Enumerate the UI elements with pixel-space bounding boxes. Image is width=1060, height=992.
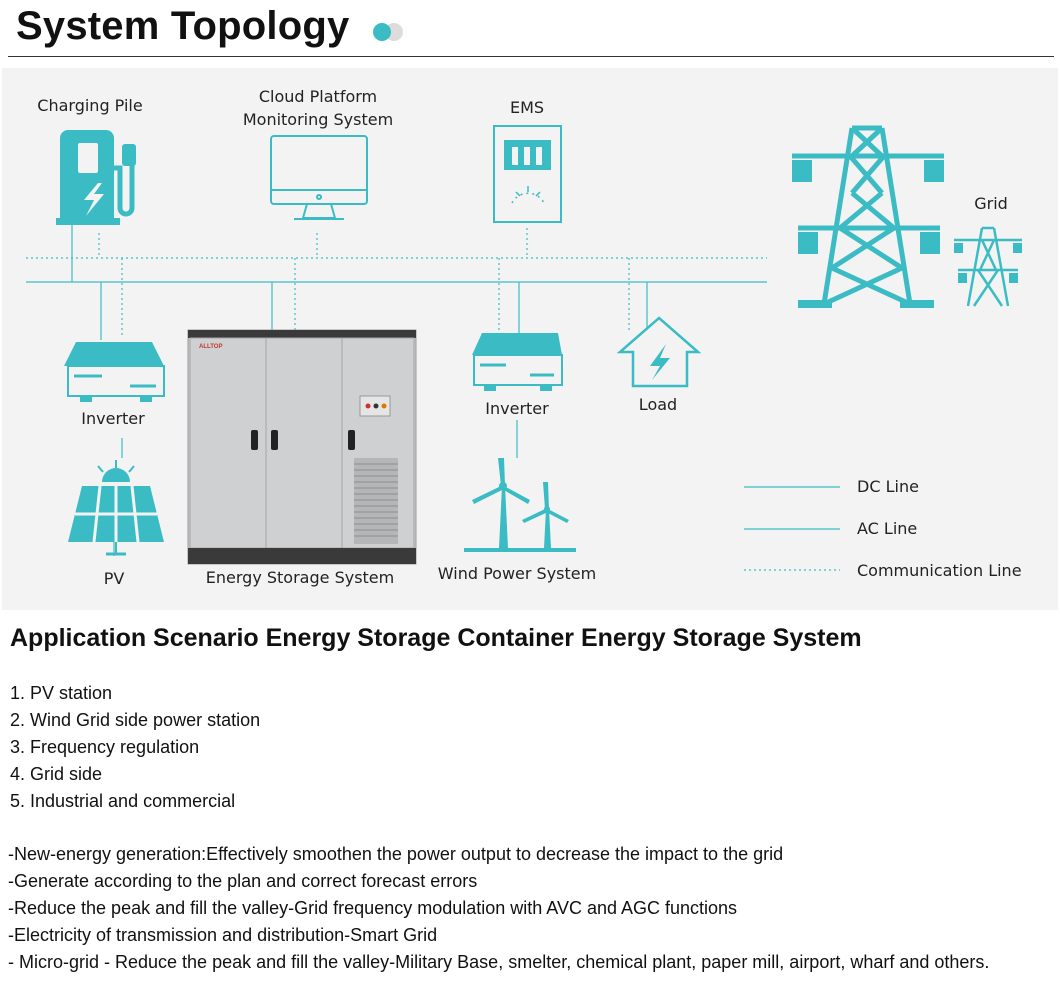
title-dots-icon: [373, 23, 403, 41]
pv-panel-icon: [68, 460, 164, 556]
monitor-icon: [270, 135, 368, 220]
page-title: System Topology: [16, 4, 350, 48]
label-cloud-platform-line1: Cloud Platform: [258, 87, 378, 106]
legend-dc-label: DC Line: [857, 477, 919, 496]
topology-diagram: ALLTOP Charging Pile Cloud Platform Moni…: [2, 68, 1058, 610]
list-item: 3. Frequency regulation: [10, 737, 200, 757]
bullet-item: -New-energy generation:Effectively smoot…: [8, 844, 784, 864]
benefit-list: -New-energy generation:Effectively smoot…: [8, 841, 989, 976]
label-ems: EMS: [509, 98, 545, 117]
grid-small-tower-icon: [954, 226, 1022, 307]
inverter-left-icon: [64, 342, 165, 402]
legend-ac-label: AC Line: [857, 519, 918, 538]
list-item: 4. Grid side: [10, 764, 103, 784]
bullet-item: -Reduce the peak and fill the valley-Gri…: [8, 898, 738, 918]
list-item: 2. Wind Grid side power station: [10, 710, 261, 730]
label-load: Load: [638, 395, 678, 414]
label-grid: Grid: [974, 194, 1008, 213]
energy-storage-cabinet: ALLTOP: [187, 329, 417, 565]
list-item: 1. PV station: [10, 683, 113, 703]
ems-icon: [493, 125, 562, 223]
label-pv: PV: [103, 569, 125, 588]
page-header: System Topology: [0, 0, 1060, 58]
label-inverter-left: Inverter: [81, 409, 145, 428]
grid-large-insulators: [792, 160, 944, 308]
inverter-right-icon: [472, 333, 563, 391]
label-charging-pile: Charging Pile: [37, 96, 143, 115]
load-house-icon: [616, 316, 702, 388]
charging-pile-icon: [56, 130, 136, 225]
topology-lines: ALLTOP: [26, 125, 1022, 571]
bullet-item: -Generate according to the plan and corr…: [8, 871, 478, 891]
bullet-item: - Micro-grid - Reduce the peak and fill …: [8, 952, 990, 972]
wind-turbine-icon: [464, 458, 576, 552]
scenario-title: Application Scenario Energy Storage Cont…: [10, 624, 862, 652]
label-inverter-right: Inverter: [485, 399, 549, 418]
label-cloud-platform-line2: Monitoring System: [242, 110, 394, 129]
label-wind-power-system: Wind Power System: [437, 564, 597, 583]
grid-large-tower-icon: [792, 125, 944, 307]
cabinet-logo: ALLTOP: [199, 344, 222, 350]
bullet-item: -Electricity of transmission and distrib…: [8, 925, 438, 945]
legend-communication-label: Communication Line: [857, 561, 1022, 580]
header-divider: [8, 56, 1054, 57]
list-item: 5. Industrial and commercial: [10, 791, 236, 811]
scenario-list: 1. PV station 2. Wind Grid side power st…: [10, 680, 260, 815]
label-energy-storage-system: Energy Storage System: [205, 568, 395, 587]
